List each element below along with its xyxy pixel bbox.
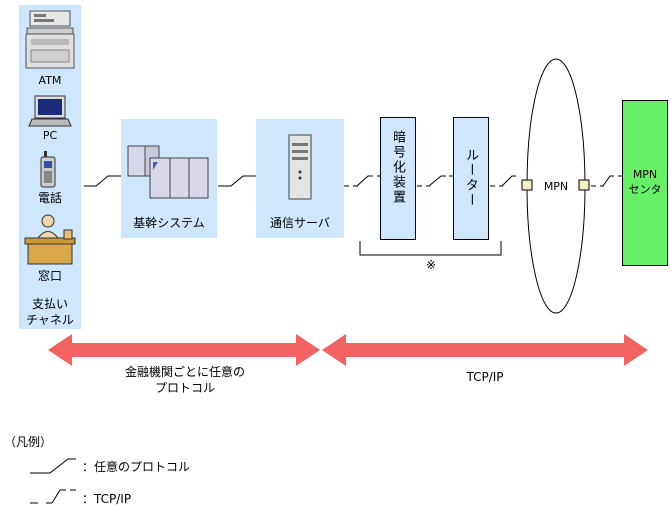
link-channel-core — [84, 175, 121, 187]
arrow-right-caption: TCP/IP — [466, 370, 504, 384]
note-bracket — [359, 241, 502, 256]
mpn-center-label-line1: MPN — [632, 168, 658, 181]
link-encryption-router — [417, 175, 453, 187]
encryption-device-label: 暗号化装置 — [390, 130, 405, 205]
counter-label: 窓口 — [37, 269, 62, 283]
arrow-left-caption-line2: プロトコル — [154, 381, 215, 395]
phone-label: 電話 — [37, 191, 62, 205]
arrow-left-caption-line1: 金融機関ごとに任意の — [124, 365, 245, 379]
payment-channel-title-line2: チャネル — [26, 313, 74, 327]
router-label: ルーター — [463, 148, 478, 208]
payment-channel-title-line1: 支払い — [31, 297, 68, 311]
arrow-left-caption: 金融機関ごとに任意の プロトコル — [100, 364, 270, 396]
legend-title: （凡例） — [4, 435, 53, 449]
router-box — [453, 117, 489, 240]
payment-channel-title: 支払い チャネル — [19, 296, 81, 328]
link-server-encryption — [344, 175, 380, 187]
link-core-server — [218, 175, 256, 187]
mpn-center-label-line2: センタ — [628, 183, 662, 196]
legend-tcpip: ：TCP/IP — [82, 492, 132, 506]
pc-label: PC — [42, 129, 58, 142]
core-system-label: 基幹システム — [133, 216, 205, 230]
legend-any-protocol: ：任意のプロトコル — [82, 460, 191, 474]
arrow-right-tcpip — [322, 334, 648, 366]
mpn-center-box — [622, 100, 668, 266]
atm-label: ATM — [38, 74, 62, 87]
link-router-mpn — [490, 175, 516, 187]
note-mark: ※ — [425, 258, 437, 272]
mpn-port-left — [521, 179, 533, 191]
mpn-port-right — [578, 179, 590, 191]
legend-line-any — [30, 458, 76, 474]
comm-server-label: 通信サーバ — [270, 216, 330, 230]
encryption-device-box — [380, 117, 416, 240]
arrow-left-protocol — [48, 334, 320, 366]
mpn-center-label: MPN センタ — [622, 167, 668, 197]
legend-line-tcp — [30, 489, 76, 504]
mpn-label: MPN — [543, 180, 569, 193]
link-mpn-center — [591, 175, 622, 187]
